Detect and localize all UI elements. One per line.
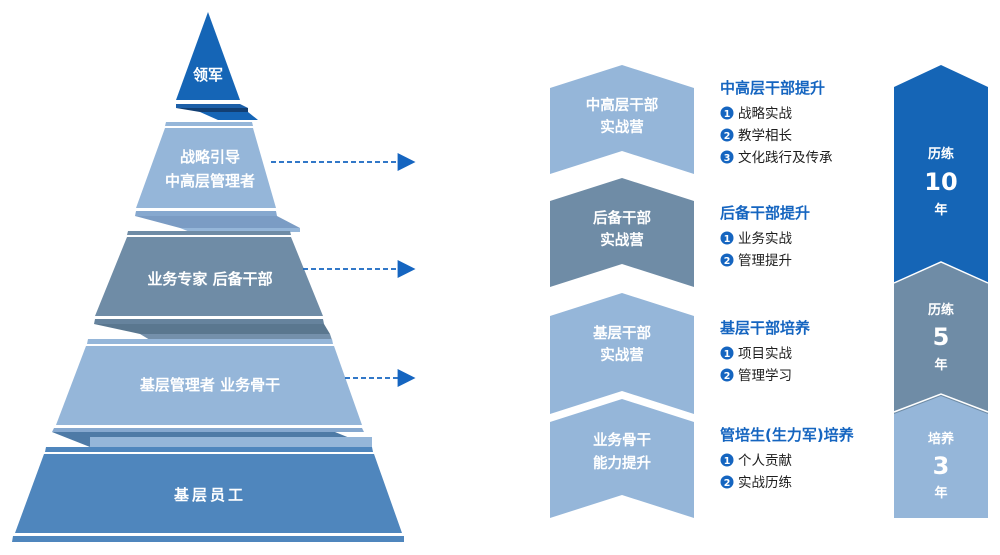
- svg-text:2: 2: [724, 256, 731, 267]
- pyramid-shape: [176, 12, 240, 100]
- chevron-shape: [550, 399, 694, 518]
- pyramid-level-frontline: 基层管理者 业务骨干: [52, 339, 372, 447]
- svg-text:1: 1: [724, 234, 731, 245]
- svg-text:业务实战: 业务实战: [738, 231, 792, 247]
- desc-item: 2 管理学习: [720, 368, 792, 384]
- desc-item: 1 个人贡献: [720, 453, 792, 469]
- pyramid-label-line2: 中高层管理者: [165, 172, 255, 190]
- svg-text:年: 年: [934, 202, 947, 218]
- number-badge-icon: [720, 346, 734, 360]
- svg-text:年: 年: [934, 357, 947, 373]
- chevron-shape: [550, 293, 694, 414]
- camp-label-line1: 基层干部: [592, 324, 651, 342]
- timeline-segment-5yr: 历练 5 年: [893, 262, 989, 414]
- desc-senior: 中高层干部提升 1 战略实战 2 教学相长 3 文化践行及传承: [720, 79, 833, 166]
- svg-text:项目实战: 项目实战: [738, 346, 792, 362]
- timeline-shape: [894, 65, 988, 283]
- number-badge-icon: [720, 231, 734, 245]
- timeline-shape: [894, 262, 988, 414]
- svg-text:2: 2: [724, 131, 731, 142]
- svg-text:战略实战: 战略实战: [738, 106, 792, 122]
- desc-item: 2 教学相长: [720, 128, 792, 144]
- desc-title: 管培生(生力军)培养: [720, 426, 855, 444]
- timeline-shape: [894, 394, 988, 518]
- number-badge-icon: [720, 475, 734, 489]
- svg-text:1: 1: [724, 456, 731, 467]
- desc-title: 后备干部提升: [720, 204, 810, 222]
- svg-text:培养: 培养: [928, 431, 955, 447]
- svg-text:管理提升: 管理提升: [738, 253, 792, 269]
- chevron-shape: [550, 178, 694, 287]
- camp-descriptions: 中高层干部提升 1 战略实战 2 教学相长 3 文化践行及传承 后备干部提升: [719, 79, 855, 491]
- svg-text:文化践行及传承: 文化践行及传承: [738, 150, 833, 166]
- timeline-column: 培养 3 年 历练 5 年 历练 10 年: [893, 65, 989, 518]
- desc-item: 1 业务实战: [720, 231, 792, 247]
- pyramid-shape: [15, 454, 402, 533]
- pyramid-shape: [56, 346, 362, 425]
- desc-item: 1 战略实战: [720, 106, 792, 122]
- chevron-shape: [550, 65, 694, 174]
- camp-label-line2: 实战营: [600, 231, 644, 249]
- svg-text:2: 2: [724, 371, 731, 382]
- desc-item: 2 管理提升: [720, 253, 792, 269]
- camp-label-line1: 业务骨干: [593, 431, 651, 449]
- number-badge-icon: [720, 150, 734, 164]
- camp-label-line1: 中高层干部: [586, 96, 659, 114]
- camp-frontline: 基层干部 实战营: [550, 293, 694, 414]
- number-badge-icon: [720, 453, 734, 467]
- timeline-segment-10yr: 历练 10 年: [893, 65, 989, 284]
- svg-text:1: 1: [724, 349, 731, 360]
- pyramid-level-staff: 基层员工: [12, 447, 404, 542]
- camp-backbone: 业务骨干 能力提升: [550, 399, 694, 518]
- svg-text:教学相长: 教学相长: [738, 128, 792, 144]
- number-badge-icon: [720, 253, 734, 267]
- desc-backbone: 管培生(生力军)培养 1 个人贡献 2 实战历练: [720, 426, 855, 491]
- connector-arrows: [271, 153, 416, 387]
- pyramid-level-leader: 领军: [176, 12, 258, 120]
- svg-text:历练: 历练: [928, 146, 954, 162]
- svg-text:个人贡献: 个人贡献: [738, 453, 792, 469]
- svg-text:历练: 历练: [928, 302, 954, 318]
- pyramid-level-senior: 战略引导 中高层管理者: [135, 122, 300, 232]
- desc-item: 2 实战历练: [720, 475, 792, 491]
- desc-item: 3 文化践行及传承: [720, 150, 833, 166]
- desc-item: 1 项目实战: [720, 346, 792, 362]
- camp-reserve: 后备干部 实战营: [550, 178, 694, 287]
- pyramid-label: 基层管理者 业务骨干: [139, 376, 280, 394]
- svg-text:3: 3: [724, 153, 731, 164]
- svg-text:1: 1: [724, 109, 731, 120]
- number-badge-icon: [720, 128, 734, 142]
- camp-label-line2: 实战营: [600, 118, 644, 136]
- camp-label-line2: 能力提升: [593, 454, 651, 472]
- timeline-segment-3yr: 培养 3 年: [894, 394, 988, 518]
- timeline-number: 3: [933, 452, 950, 480]
- desc-frontline: 基层干部培养 1 项目实战 2 管理学习: [719, 319, 811, 384]
- svg-text:实战历练: 实战历练: [738, 475, 792, 491]
- pyramid-label: 业务专家 后备干部: [147, 270, 272, 288]
- number-badge-icon: [720, 368, 734, 382]
- timeline-number: 10: [924, 168, 957, 196]
- desc-reserve: 后备干部提升 1 业务实战 2 管理提升: [720, 204, 810, 269]
- desc-title: 基层干部培养: [719, 319, 811, 337]
- camp-chevrons: 中高层干部 实战营 后备干部 实战营 基层干部 实战营 业务骨干 能力提升: [550, 65, 694, 518]
- pyramid-label: 基层员工: [173, 486, 246, 504]
- pyramid: 领军 战略引导 中高层管理者 业务专家 后备干部: [12, 12, 404, 542]
- pyramid-shape: [136, 128, 276, 208]
- pyramid-label-line1: 战略引导: [180, 148, 240, 166]
- svg-text:管理学习: 管理学习: [738, 368, 792, 384]
- svg-text:年: 年: [934, 485, 947, 501]
- timeline-number: 5: [933, 323, 950, 351]
- svg-text:2: 2: [724, 478, 731, 489]
- desc-title: 中高层干部提升: [720, 79, 825, 97]
- pyramid-label: 领军: [192, 66, 223, 84]
- pyramid-level-reserve: 业务专家 后备干部: [94, 231, 332, 340]
- camp-label-line1: 后备干部: [593, 209, 651, 227]
- camp-label-line2: 实战营: [600, 346, 644, 364]
- pyramid-shape: [95, 237, 323, 316]
- number-badge-icon: [720, 106, 734, 120]
- camp-senior: 中高层干部 实战营: [550, 65, 694, 174]
